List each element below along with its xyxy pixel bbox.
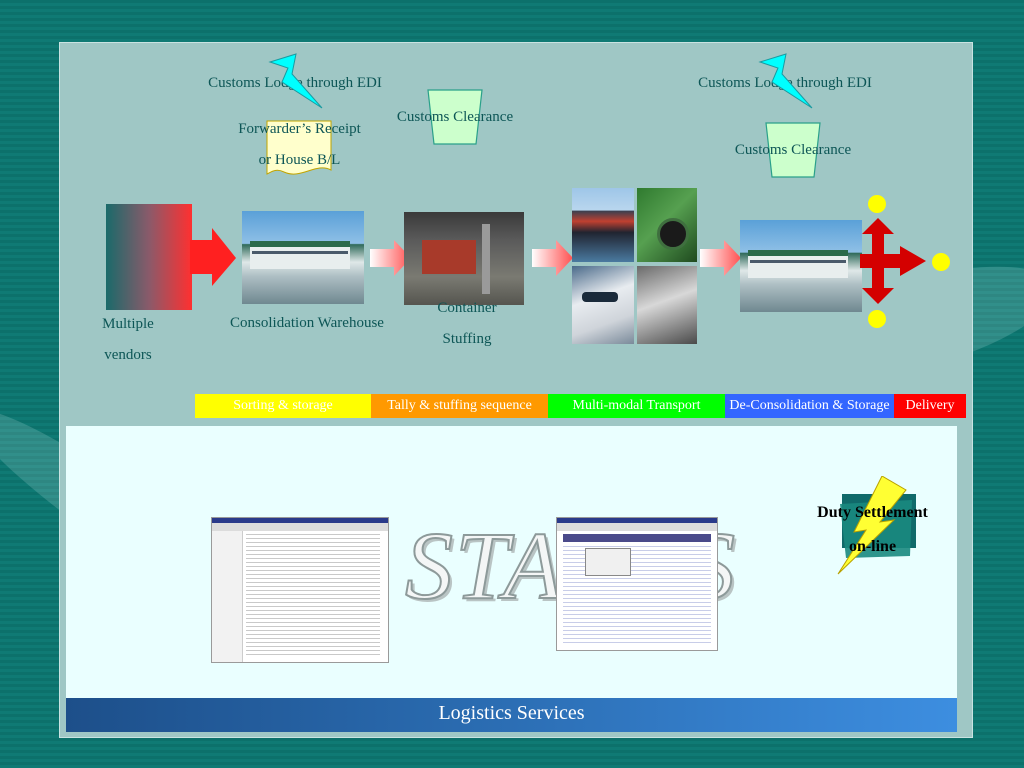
forwarder-receipt-label: Forwarder’s Receipt or House B/L	[212, 114, 387, 176]
truck-photo	[637, 188, 697, 262]
customs-clearance-right-label: Customs Clearance	[734, 142, 852, 158]
system-screenshot-left	[211, 517, 389, 663]
stage-deconsolidation-storage: De-Consolidation & Storage	[725, 394, 894, 418]
stage-tally-stuffing: Tally & stuffing sequence	[371, 394, 548, 418]
warehouse-photo	[242, 211, 364, 304]
ship-photo	[572, 188, 634, 262]
customs-clearance-icon	[765, 122, 821, 178]
stage-delivery: Delivery	[894, 394, 966, 418]
stage-multimodal-transport: Multi-modal Transport	[548, 394, 725, 418]
customs-clearance-icon	[427, 89, 483, 145]
container-stuffing-photo	[404, 212, 524, 305]
duty-line-1: Duty Settlement	[817, 504, 928, 521]
forwarder-line-2: or House B/L	[258, 152, 341, 168]
delivery-dot	[868, 310, 886, 328]
stage-sorting-storage: Sorting & storage	[195, 394, 371, 418]
deconsolidation-warehouse-photo	[740, 220, 862, 312]
footer-title: Logistics Services	[438, 702, 585, 724]
duty-line-2: on-line	[848, 538, 897, 555]
customs-clearance-left-label: Customs Clearance	[396, 109, 514, 125]
arrow-right-icon	[532, 240, 573, 276]
vendors-line-2: vendors	[104, 347, 152, 363]
system-screenshot-right	[556, 517, 718, 651]
document-icon	[266, 120, 332, 175]
vendors-label: Multiple vendors	[80, 309, 176, 371]
arrow-right-icon	[370, 240, 411, 276]
container-line-1: Container	[437, 300, 497, 316]
train-photo	[637, 266, 697, 344]
delivery-dot	[868, 195, 886, 213]
vendors-line-1: Multiple	[102, 316, 154, 332]
arrow-right-icon	[700, 240, 741, 276]
delivery-dot	[932, 253, 950, 271]
arrow-right-icon	[190, 228, 236, 286]
container-line-2: Stuffing	[442, 331, 492, 347]
vendors-block	[106, 204, 192, 310]
distribution-arrows-icon	[860, 218, 926, 304]
footer-bar: Logistics Services	[66, 698, 957, 732]
lightning-icon	[758, 53, 813, 109]
duty-settlement-icon	[837, 476, 916, 575]
lightning-icon	[268, 53, 323, 109]
duty-settlement-label: Duty Settlement on-line	[800, 496, 945, 564]
consolidation-warehouse-label: Consolidation Warehouse	[230, 315, 384, 331]
forwarder-line-1: Forwarder’s Receipt	[238, 121, 361, 137]
airplane-photo	[572, 266, 634, 344]
container-stuffing-label: Container Stuffing	[412, 293, 522, 355]
